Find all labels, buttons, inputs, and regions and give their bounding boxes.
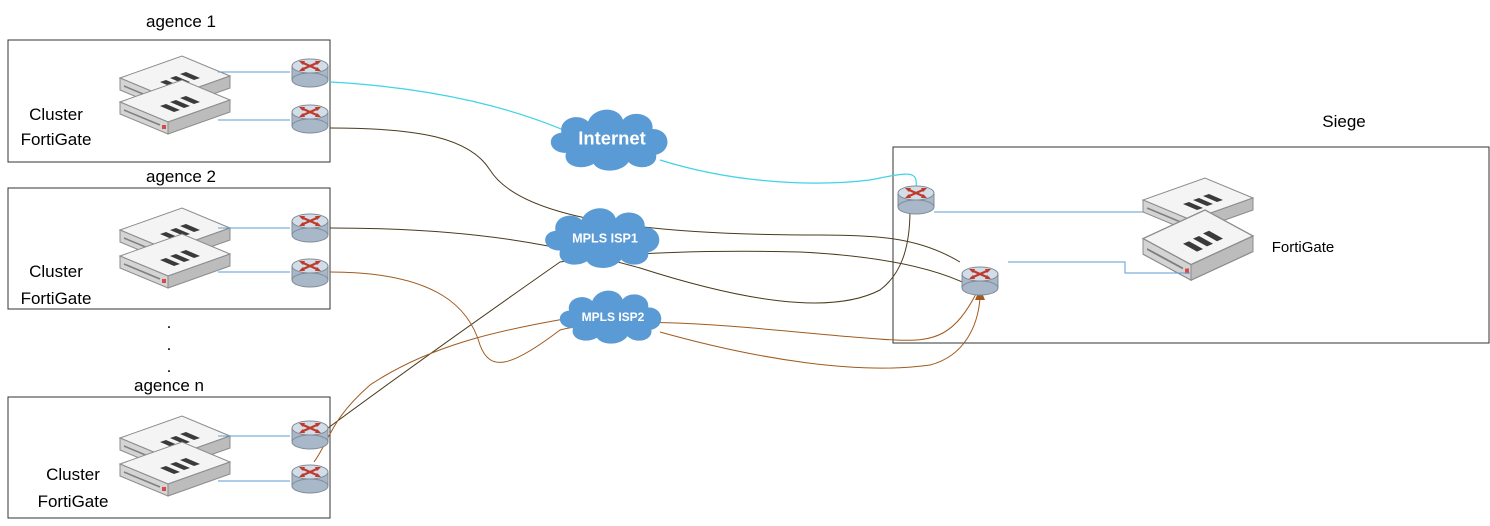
ellipsis-dot: . [167,357,172,376]
hq-device-label: FortiGate [1272,239,1335,256]
branch-2-title: agence 2 [146,167,216,186]
branch-2-cluster-label-1: Cluster [29,262,83,281]
ellipsis-dot: . [167,335,172,354]
branch-n-title: agence n [134,376,204,395]
internet-cloud-label: Internet [578,128,645,149]
mpls-isp2-cloud-label: MPLS ISP2 [582,310,645,324]
router-icon [896,184,936,216]
branch-1-title: agence 1 [146,12,216,31]
branch-n-cluster-label-1: Cluster [46,465,100,484]
router-icon [290,103,330,135]
internet-cloud: Internet [550,109,668,171]
hq-firewall-icon [1142,209,1254,282]
router-icon [290,212,330,244]
hq-box [892,146,1490,344]
branch-2-cluster-label-2: FortiGate [21,289,92,308]
ellipsis-dot: . [167,313,172,332]
lan-links [218,71,1190,482]
branch-1-cluster-label-1: Cluster [29,105,83,124]
branch-n-box [7,396,331,519]
router-icon [290,419,330,451]
branch-1-box [7,39,331,163]
mpls-isp1-cloud-label: MPLS ISP1 [572,232,638,246]
router-icon [290,257,330,289]
branch-2-box [7,187,331,310]
router-icon [960,265,1000,297]
mpls-isp2-cloud: MPLS ISP2 [559,290,662,344]
mpls-isp1-cloud: MPLS ISP1 [545,208,660,268]
branch-n-cluster-label-2: FortiGate [38,492,109,511]
router-icon [290,463,330,495]
router-icon [290,57,330,89]
hq-title: Siege [1322,112,1365,131]
branch-1-cluster-label-2: FortiGate [21,130,92,149]
